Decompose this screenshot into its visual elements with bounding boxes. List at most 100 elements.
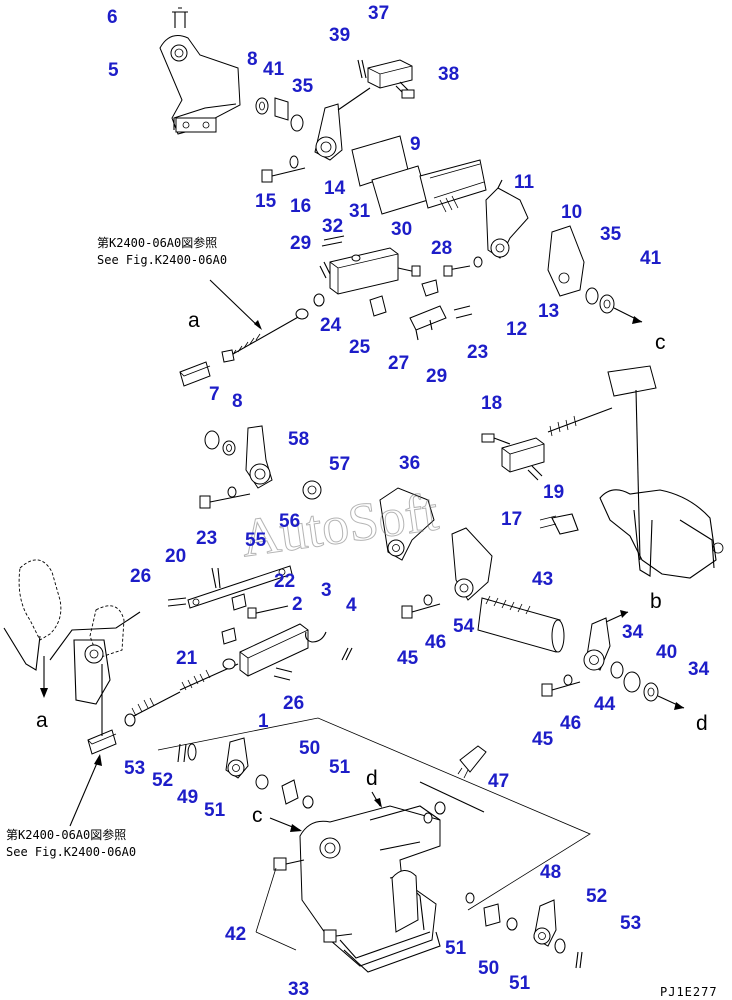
lever-54 xyxy=(451,527,493,601)
part-label: 51 xyxy=(445,938,467,959)
part-label: 30 xyxy=(391,219,412,240)
part-label: 34 xyxy=(688,659,710,680)
part-label: 5 xyxy=(108,60,119,81)
link-20-21-22 xyxy=(167,565,353,681)
part-label: 50 xyxy=(478,958,499,979)
part-label: 41 xyxy=(640,248,662,269)
pedal-assembly-right xyxy=(539,489,724,579)
part-label: 35 xyxy=(292,76,314,97)
part-label: 34 xyxy=(622,622,644,643)
lever-11 xyxy=(485,179,529,259)
part-label: 7 xyxy=(209,384,220,405)
connector-letter-d-right: d xyxy=(696,712,708,735)
part-label: 41 xyxy=(263,59,285,80)
part-label: 51 xyxy=(329,757,351,778)
connector-letter-d-lower: d xyxy=(366,767,378,790)
lever-58 xyxy=(245,425,273,489)
part-label: 35 xyxy=(600,224,622,245)
bolt-42 xyxy=(255,857,353,951)
connector-letter-a-lower: a xyxy=(36,709,48,732)
reference-note-upper: 第K2400-06A0図参照 See Fig.K2400-06A0 xyxy=(97,235,262,330)
drawing-code: PJ1E277 xyxy=(660,985,718,999)
part-label: 17 xyxy=(501,509,522,530)
support-bracket-33 xyxy=(299,805,441,973)
part-label: 51 xyxy=(204,800,226,821)
lever-36 xyxy=(379,487,435,561)
ref-note-lower-en: See Fig.K2400-06A0 xyxy=(6,845,136,859)
rod-17-18-19 xyxy=(481,365,657,561)
ref-note-upper-jp: 第K2400-06A0図参照 xyxy=(97,235,217,250)
shaft-9 xyxy=(351,135,487,215)
part-label: 36 xyxy=(399,453,420,474)
connector-letter-b: b xyxy=(650,590,662,613)
part-label: 29 xyxy=(426,366,447,387)
part-label: 51 xyxy=(509,973,531,994)
plate-10 xyxy=(547,225,585,297)
part-label: 45 xyxy=(532,729,554,750)
lever-14 xyxy=(314,87,371,161)
part-label: 23 xyxy=(196,528,217,549)
part-label: 19 xyxy=(543,482,564,503)
part-label: 26 xyxy=(283,693,304,714)
bushing-34-40 xyxy=(610,661,685,710)
bushing-7-8-mid xyxy=(204,430,236,456)
bolt-15-16 xyxy=(261,155,306,183)
part-label: 45 xyxy=(397,648,419,669)
bolt-55-56-57 xyxy=(199,480,322,509)
linkage-rod-upper xyxy=(179,293,325,387)
part-label: 32 xyxy=(322,216,343,237)
part-label: 52 xyxy=(586,886,607,907)
part-label: 8 xyxy=(247,49,258,70)
part-label: 11 xyxy=(514,172,535,193)
connection-arrows-c-d xyxy=(269,791,382,832)
part-label: 48 xyxy=(540,862,561,883)
part-label: 39 xyxy=(329,25,350,46)
part-label: 1 xyxy=(258,711,269,732)
rod-47 xyxy=(419,745,487,824)
bolt-45-46 xyxy=(401,594,581,697)
reference-note-lower: 第K2400-06A0図参照 See Fig.K2400-06A0 xyxy=(6,754,136,859)
part-label: 29 xyxy=(290,233,311,254)
part-label: 15 xyxy=(255,191,277,212)
part-label: 10 xyxy=(561,202,582,223)
part-number-labels: 6 5 8 41 35 39 37 38 9 14 15 16 32 31 29… xyxy=(107,3,710,1000)
lever-49 xyxy=(225,737,249,779)
part-label: 14 xyxy=(324,178,346,199)
part-label: 58 xyxy=(288,429,309,450)
part-label: 38 xyxy=(438,64,459,85)
part-label: 57 xyxy=(329,454,350,475)
watermark-text: AutoSoft xyxy=(237,481,441,568)
part-label: 16 xyxy=(290,196,311,217)
connector-letter-a-upper: a xyxy=(188,309,200,332)
part-label: 22 xyxy=(274,571,295,592)
part-label: 46 xyxy=(425,632,446,653)
shaft-43 xyxy=(477,595,565,653)
rod-assembly-1 xyxy=(87,623,309,755)
bushing-8-41-35-top xyxy=(255,97,304,132)
part-label: 21 xyxy=(176,648,198,669)
rod-block-30 xyxy=(329,247,421,295)
pedal-assembly-left xyxy=(3,559,141,736)
part-label: 4 xyxy=(346,595,357,616)
part-label: 42 xyxy=(225,924,246,945)
part-label: 12 xyxy=(506,319,527,340)
part-label: 20 xyxy=(165,546,186,567)
part-label: 24 xyxy=(320,315,342,336)
connector-letter-c-lower: c xyxy=(252,804,263,827)
part-label: 18 xyxy=(481,393,502,414)
part-label: 37 xyxy=(368,3,389,24)
part-label: 55 xyxy=(245,530,267,551)
part-label: 9 xyxy=(410,134,421,155)
part-label: 50 xyxy=(299,738,320,759)
part-label: 26 xyxy=(130,566,151,587)
part-label: 2 xyxy=(292,594,303,615)
part-label: 28 xyxy=(431,238,452,259)
part-label: 53 xyxy=(124,758,145,779)
block-37-38-39 xyxy=(357,59,415,99)
bushing-35-41-right xyxy=(585,287,643,324)
lever-48-and-bushings xyxy=(465,892,583,969)
clevis-27-23-29 xyxy=(319,235,473,341)
lever-44 xyxy=(583,610,629,671)
part-label: 31 xyxy=(349,201,371,222)
